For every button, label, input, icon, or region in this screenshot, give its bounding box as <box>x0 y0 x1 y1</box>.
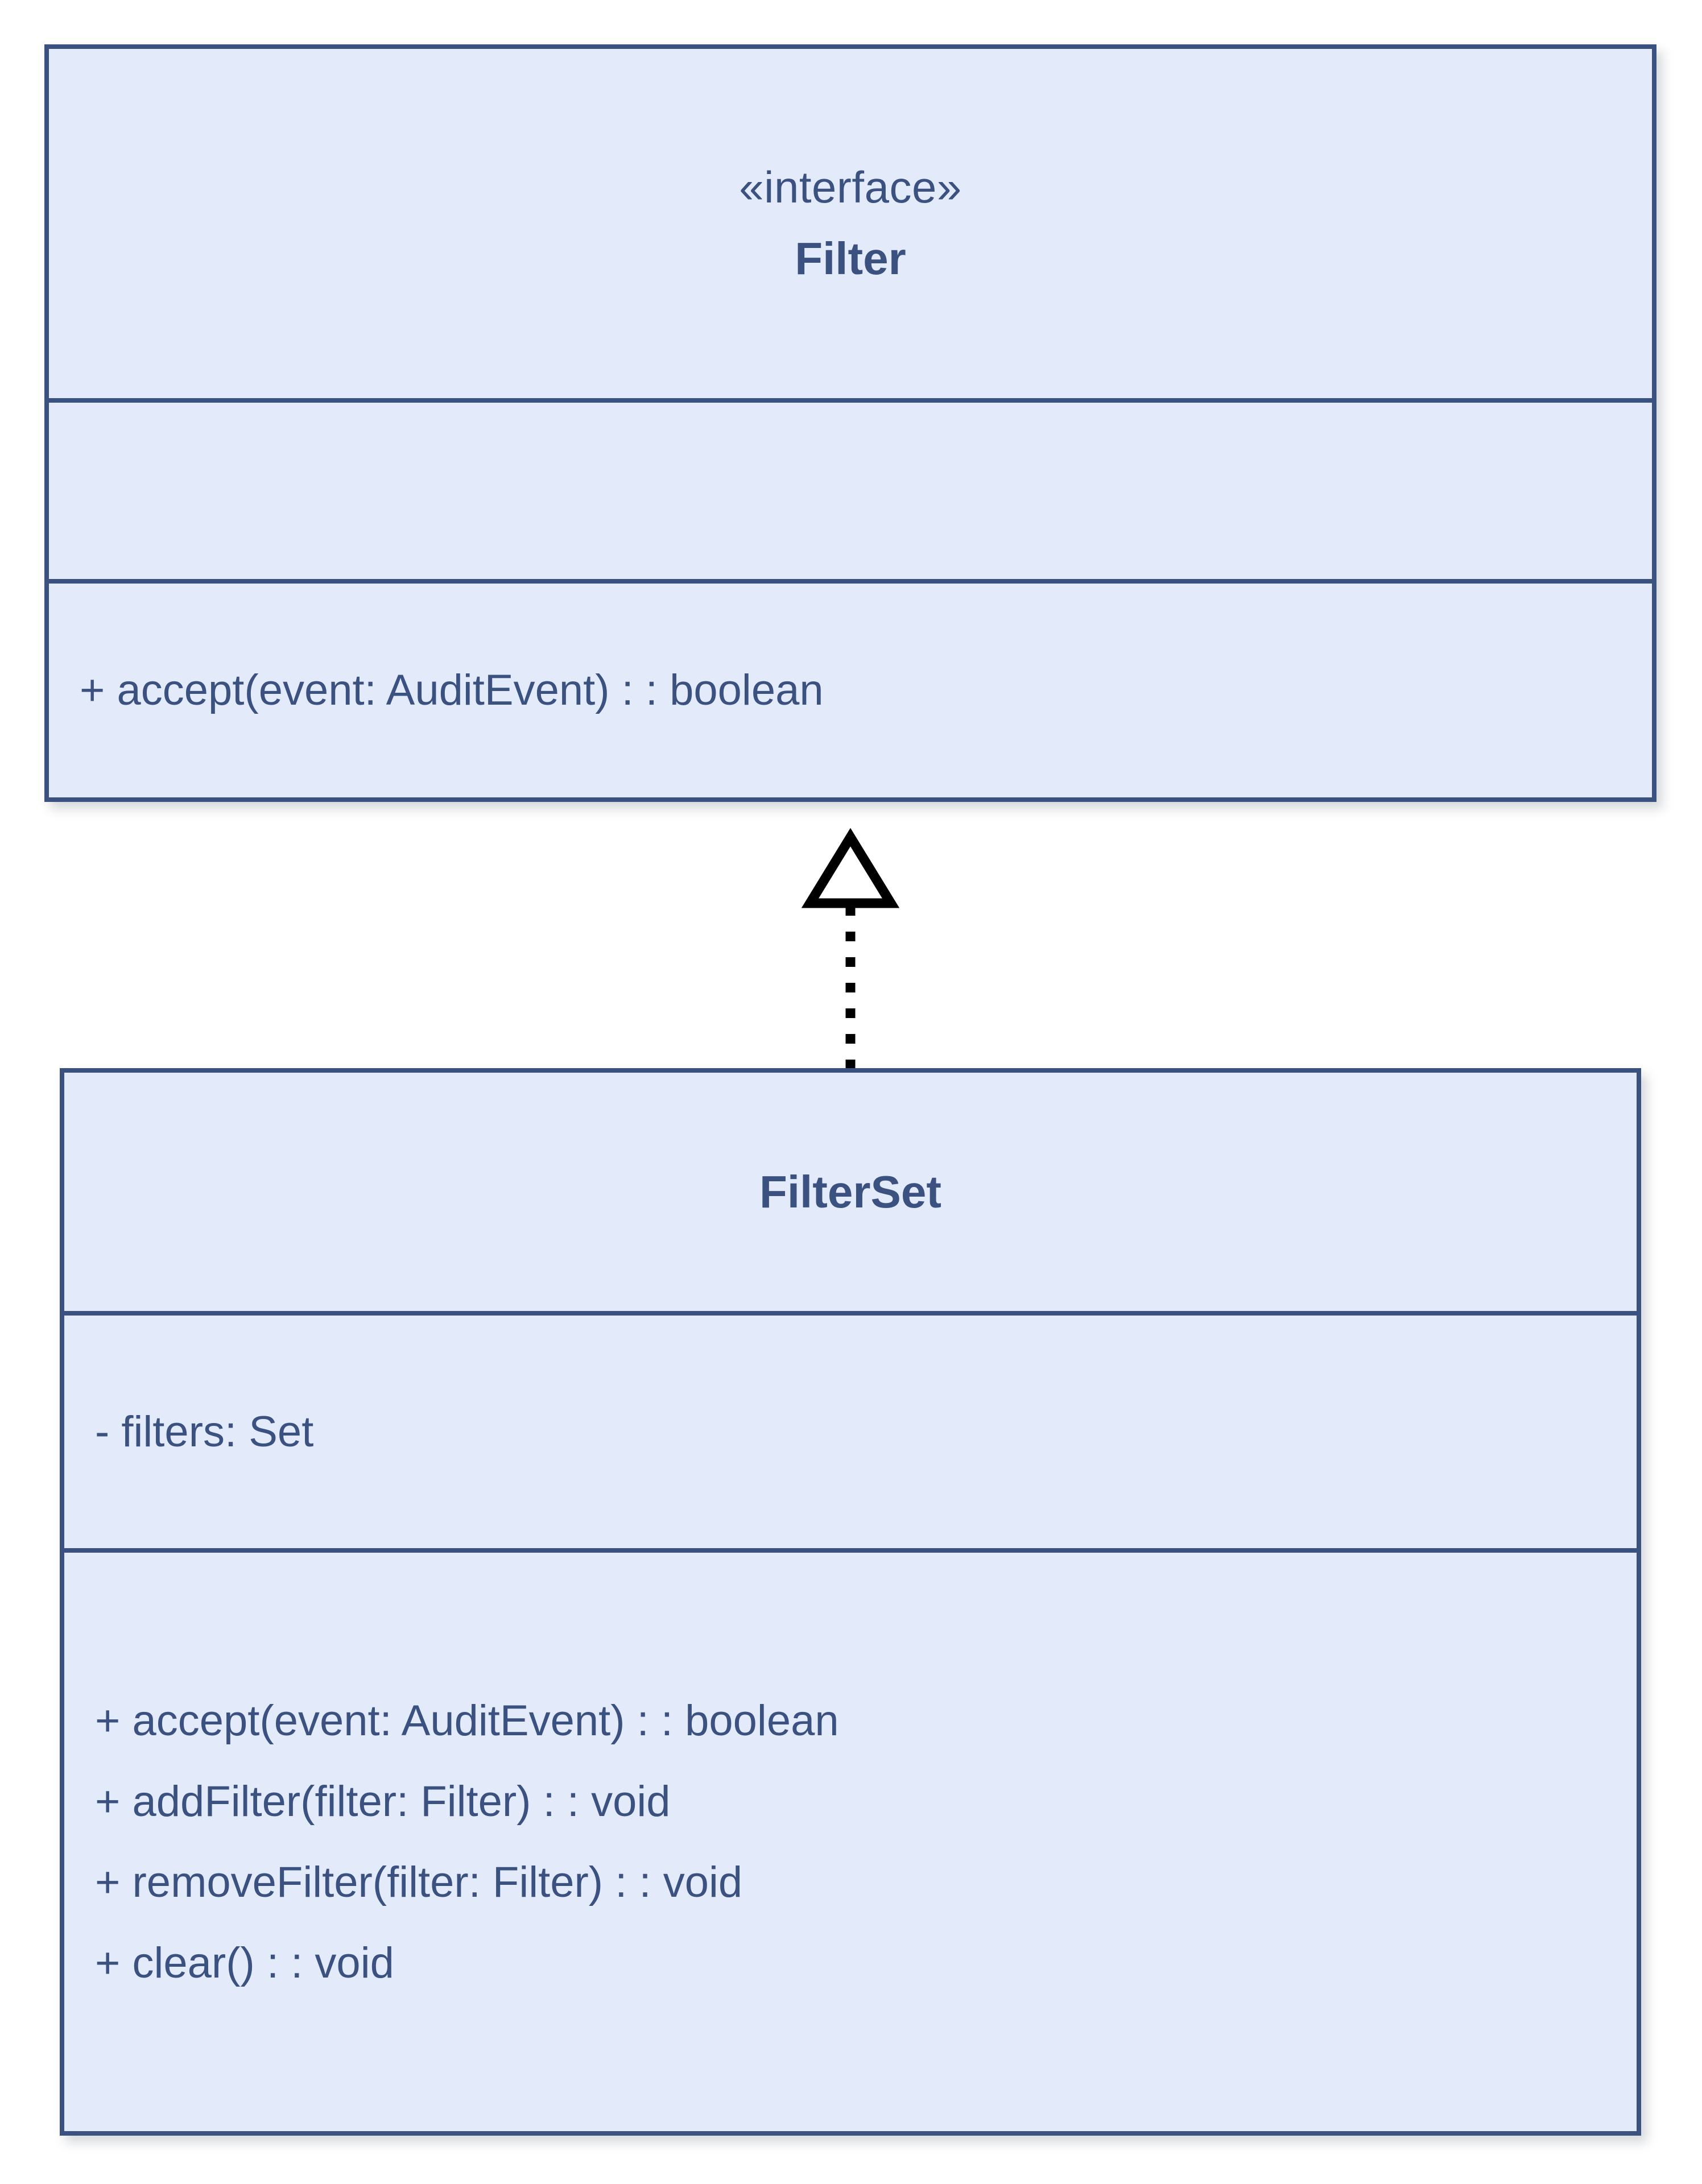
filter-method-accept: + accept(event: AuditEvent) : : boolean <box>80 666 824 714</box>
filter-header-compartment: «interface» Filter <box>49 49 1652 398</box>
realization-connector-filterset-to-filter <box>785 802 916 1069</box>
filterset-method-removefilter: + removeFilter(filter: Filter) : : void <box>95 1858 743 1906</box>
filterset-method-accept: + accept(event: AuditEvent) : : boolean <box>95 1696 839 1745</box>
filter-attributes-compartment <box>49 398 1652 579</box>
uml-class-filterset[interactable]: FilterSet - filters: Set + accept(event:… <box>60 1068 1641 2136</box>
filterset-method-addfilter: + addFilter(filter: Filter) : : void <box>95 1777 671 1826</box>
hollow-triangle-arrow-icon <box>801 828 900 908</box>
filterset-attributes-compartment: - filters: Set <box>64 1311 1637 1548</box>
uml-class-filter[interactable]: «interface» Filter + accept(event: Audit… <box>44 44 1656 802</box>
filter-class-name: Filter <box>795 233 906 284</box>
filterset-method-clear: + clear() : : void <box>95 1938 394 1987</box>
filterset-attribute-filters: - filters: Set <box>95 1407 314 1456</box>
filterset-header-compartment: FilterSet <box>64 1073 1637 1311</box>
filterset-methods-compartment: + accept(event: AuditEvent) : : boolean … <box>64 1548 1637 2131</box>
filter-methods-compartment: + accept(event: AuditEvent) : : boolean <box>49 579 1652 797</box>
filterset-class-name: FilterSet <box>759 1166 942 1217</box>
filter-stereotype: «interface» <box>739 162 962 213</box>
